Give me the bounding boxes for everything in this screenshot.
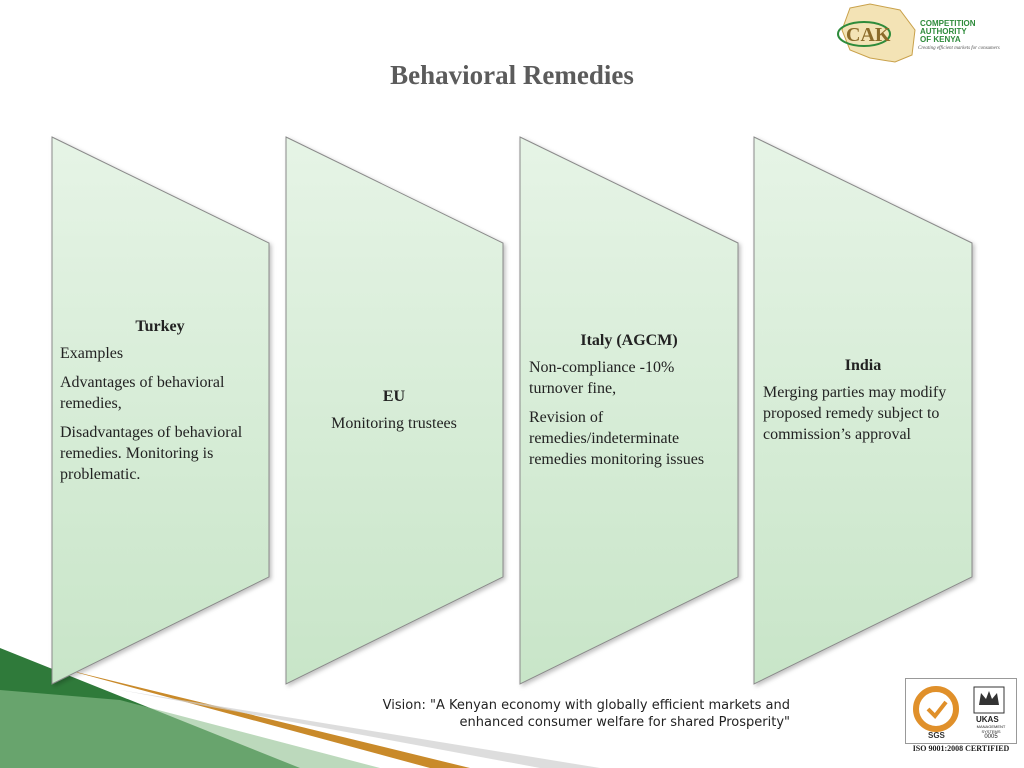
- panel-turkey: Turkey Examples Advantages of behavioral…: [60, 316, 260, 493]
- corner-grey-band: [120, 690, 600, 768]
- logo-text: COMPETITION AUTHORITY OF KENYA: [920, 20, 976, 44]
- panel-heading: Italy (AGCM): [580, 332, 678, 349]
- panel-heading: EU: [382, 388, 406, 405]
- ukas-label: UKAS: [976, 715, 999, 724]
- corner-light-band: [0, 690, 380, 768]
- panel-line: Merging parties may modify proposed reme…: [763, 384, 947, 443]
- panel-line: Examples: [60, 345, 124, 362]
- panel-shape-eu: [285, 136, 504, 685]
- panel-shape-turkey: [51, 136, 270, 685]
- panel-italy: Italy (AGCM) Non-compliance -10% turnove…: [529, 330, 729, 478]
- crown-icon: [979, 691, 999, 705]
- cak-logo-icon: [837, 3, 916, 63]
- check-icon: [926, 700, 948, 720]
- panel-line: Advantages of behavioral remedies,: [60, 374, 225, 412]
- slide-title: Behavioral Remedies: [390, 60, 634, 90]
- panel-heading: Turkey: [135, 318, 185, 335]
- logo-line-3: OF KENYA: [920, 35, 961, 44]
- logo-tagline: Creating efficient markets for consumers: [918, 46, 1000, 51]
- ukas-code: 0005: [984, 734, 998, 740]
- panel-heading: India: [844, 357, 882, 374]
- certification-badge: SGS UKAS MANAGEMENT SYSTEMS 0005: [905, 678, 1017, 744]
- sgs-ring-icon: [913, 686, 959, 732]
- sgs-label: SGS: [928, 731, 945, 740]
- corner-gold-band: [60, 668, 470, 768]
- logo-line-2: AUTHORITY: [920, 27, 967, 36]
- panel-eu: EU Monitoring trustees: [294, 386, 494, 442]
- panel-shape-italy: [519, 136, 739, 685]
- panel-shape-india: [753, 136, 973, 685]
- panel-line: Monitoring trustees: [331, 415, 457, 432]
- logo-mark: CAK: [846, 24, 891, 46]
- vision-statement: Vision: "A Kenyan economy with globally …: [330, 697, 790, 731]
- panel-india: India Merging parties may modify propose…: [763, 355, 963, 453]
- panel-line: Revision of remedies/indeterminate remed…: [529, 409, 705, 468]
- certification-caption: ISO 9001:2008 CERTIFIED: [912, 744, 1010, 753]
- ukas-sub-label: MANAGEMENT SYSTEMS: [976, 724, 1006, 734]
- logo-line-1: COMPETITION: [920, 19, 976, 28]
- panel-line: Non-compliance -10% turnover fine,: [529, 359, 675, 397]
- vision-line-2: enhanced consumer welfare for shared Pro…: [459, 715, 790, 730]
- vision-line-1: Vision: "A Kenyan economy with globally …: [382, 698, 790, 713]
- certification-graphics: [913, 686, 1005, 732]
- panel-line: Disadvantages of behavioral remedies. Mo…: [60, 424, 243, 483]
